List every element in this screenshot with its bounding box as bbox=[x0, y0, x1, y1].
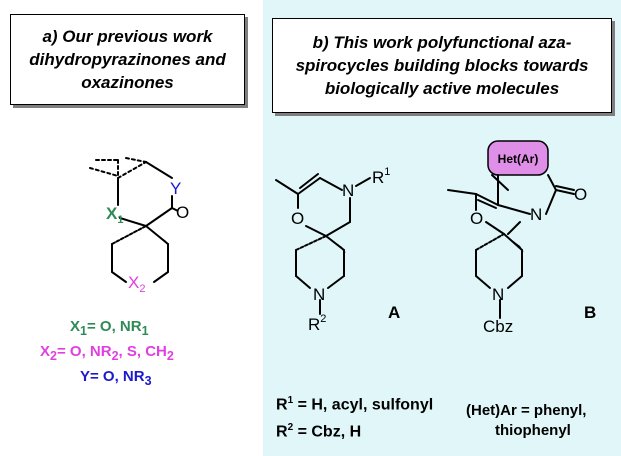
atom-y: Y bbox=[170, 179, 181, 198]
wedge-b bbox=[504, 234, 524, 252]
panel-b-title-box: b) This work polyfunctional aza- spirocy… bbox=[272, 18, 612, 113]
mol-a-n2: N bbox=[313, 285, 325, 304]
scaffold-a bbox=[89, 157, 173, 283]
atom-x1: X1 bbox=[106, 204, 123, 226]
mol-b-label: B bbox=[584, 303, 596, 322]
het-ar-badge bbox=[487, 140, 549, 176]
mol-a-n1: N bbox=[342, 181, 354, 200]
mol-b-cbz: Cbz bbox=[483, 317, 513, 336]
note-het-line-2: thiophenyl bbox=[495, 422, 571, 439]
legend-y: Y= O, NR3 bbox=[80, 368, 152, 388]
panel-a-title-line-3: oxazinones bbox=[81, 73, 174, 92]
mol-b-n: N bbox=[530, 205, 542, 224]
atom-x2: X2 bbox=[128, 273, 145, 295]
mol-b-o-ring: O bbox=[470, 209, 483, 228]
note-r2: R2 = Cbz, H bbox=[276, 422, 362, 441]
scaffold-a-carbonyl bbox=[171, 207, 179, 212]
panel-a-title-box: a) Our previous work dihydropyrazinones … bbox=[10, 14, 245, 105]
legend-x1: X1= O, NR1 bbox=[70, 318, 149, 338]
panel-b-title-line-3: biologically active molecules bbox=[324, 79, 560, 98]
mol-b-o-ketone: O bbox=[574, 185, 587, 204]
molecule-b bbox=[447, 174, 575, 319]
wedge-a bbox=[326, 236, 346, 253]
mol-a-label: A bbox=[388, 303, 400, 322]
panel-a-title-line-1: a) Our previous work bbox=[42, 27, 213, 46]
mol-a-r2: R2 bbox=[308, 313, 326, 334]
scaffold-a-wedges bbox=[146, 226, 169, 246]
mol-a-r1: R1 bbox=[372, 166, 390, 187]
note-het-line-1: (Het)Ar = phenyl, bbox=[466, 402, 587, 419]
mol-b-n-pip: N bbox=[492, 285, 504, 304]
mol-a-o: O bbox=[291, 209, 304, 228]
atom-o-a: O bbox=[176, 203, 189, 222]
panel-b-title-line-2: spirocycles building blocks towards bbox=[295, 56, 589, 75]
legend-x2: X2= O, NR2, S, CH2 bbox=[40, 343, 174, 363]
panel-a-title-line-2: dihydropyrazinones and bbox=[29, 50, 226, 69]
panel-b-title-line-1: b) This work polyfunctional aza- bbox=[312, 33, 572, 52]
note-r1: R1 = H, acyl, sulfonyl bbox=[276, 395, 434, 414]
het-ar-badge-text: Het(Ar) bbox=[498, 152, 539, 166]
